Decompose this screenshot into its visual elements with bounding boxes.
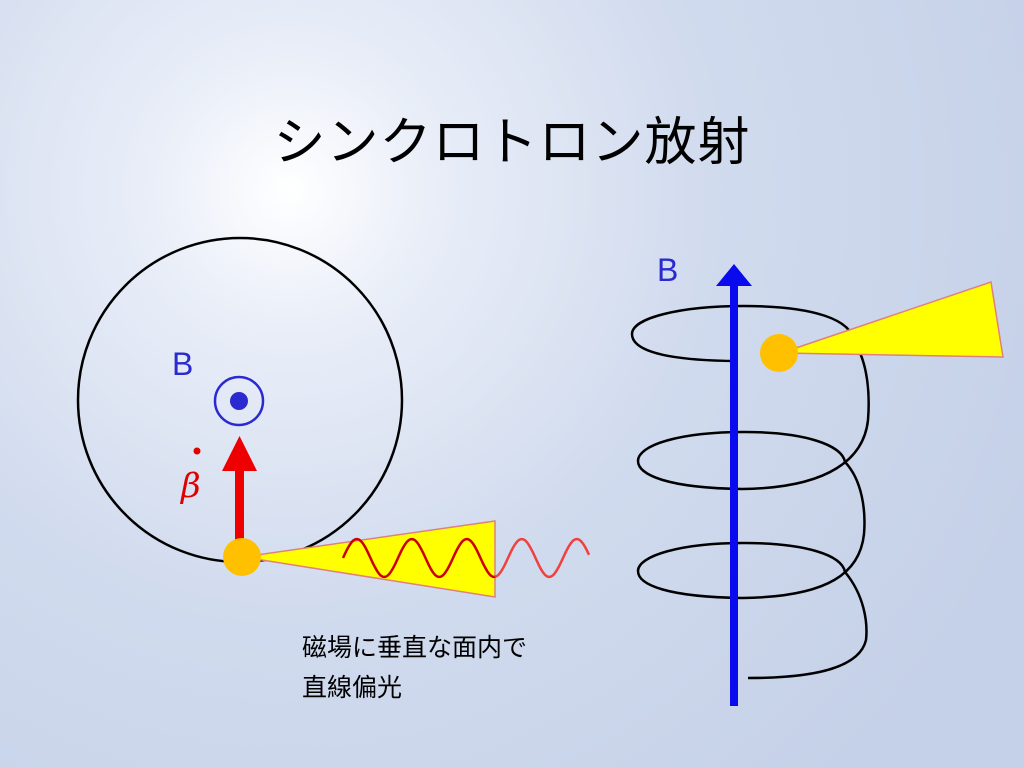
circular-orbit-diagram: B β bbox=[76, 236, 591, 598]
caption-line-1: 磁場に垂直な面内で bbox=[302, 633, 528, 662]
helical-orbit-diagram: B bbox=[630, 252, 1004, 706]
caption: 磁場に垂直な面内で 直線偏光 bbox=[302, 628, 527, 708]
emitted-wave-inside bbox=[341, 537, 496, 579]
helix-side-2 bbox=[741, 461, 866, 600]
helix-side-3 bbox=[747, 571, 868, 680]
caption-line-2: 直線偏光 bbox=[302, 673, 403, 702]
slide-title: シンクロトロン放射 bbox=[273, 113, 751, 173]
dot-in-circle-icon bbox=[213, 375, 265, 427]
particle-right bbox=[760, 334, 798, 372]
helix-loop-1-back bbox=[630, 304, 856, 363]
particle-left bbox=[223, 538, 261, 576]
acceleration-label: β bbox=[179, 466, 201, 506]
helix-loop-2-back bbox=[636, 430, 847, 491]
field-arrow-shaft bbox=[730, 282, 738, 706]
acceleration-arrow-head bbox=[222, 436, 257, 471]
acceleration-arrow-shaft bbox=[235, 468, 244, 552]
field-arrow-head bbox=[716, 264, 752, 286]
helix-loop-3-back bbox=[636, 541, 847, 600]
radiation-cone-right bbox=[780, 281, 1004, 358]
field-label-right: B bbox=[657, 252, 678, 288]
emitted-wave-outside bbox=[494, 537, 591, 579]
helix-side-1 bbox=[741, 341, 870, 491]
field-label-left: B bbox=[172, 346, 193, 382]
beta-dot-accent bbox=[193, 447, 201, 455]
radiation-cone-left bbox=[242, 520, 496, 598]
